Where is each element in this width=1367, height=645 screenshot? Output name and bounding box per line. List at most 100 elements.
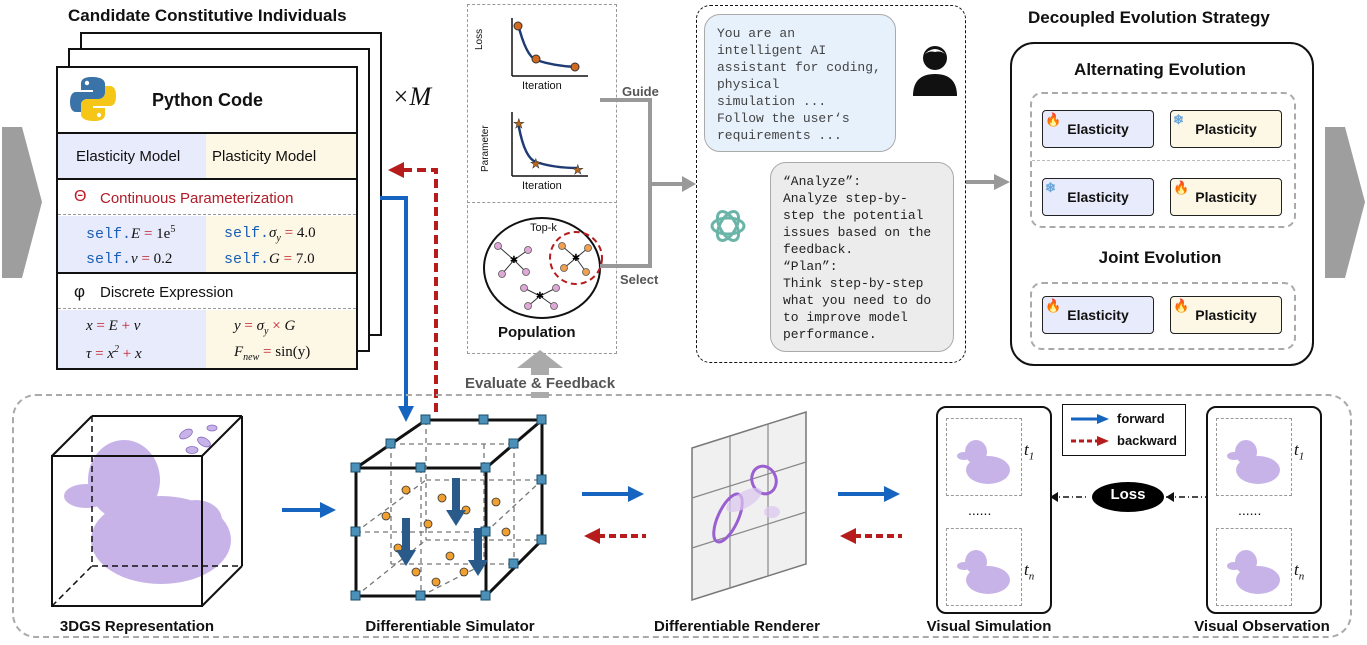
- renderer-caption: Differentiable Renderer: [654, 618, 820, 635]
- expr-part: sin(y): [275, 344, 311, 360]
- pipeline-panel: [12, 394, 1352, 638]
- expr-part: E: [108, 318, 118, 334]
- system-message-bubble: You are an intelligent AI assistant for …: [704, 14, 896, 152]
- rep-to-sim-arrow: [282, 502, 336, 518]
- t-symbol: t: [1294, 560, 1299, 579]
- chip-label: Plasticity: [1195, 121, 1257, 137]
- strategy-title: Decoupled Evolution Strategy: [1028, 8, 1270, 27]
- fire-icon: 🔥: [1045, 112, 1062, 127]
- param-G: self.G = 7.0: [224, 250, 315, 268]
- candidates-title: Candidate Constitutive Individuals: [68, 6, 347, 25]
- discrete-right-cell: [206, 310, 356, 368]
- topk-label: Top-k: [530, 222, 557, 234]
- expr-op: +: [122, 346, 132, 362]
- expr-part: ν: [133, 318, 141, 334]
- elasticity-model-cell: Elasticity Model: [58, 134, 206, 178]
- expr-sub: new: [243, 352, 260, 363]
- left-chevron: [2, 127, 42, 278]
- snowflake-icon: ❄: [1173, 112, 1184, 127]
- param-sym: σ: [269, 225, 277, 241]
- phi-icon: φ: [74, 282, 86, 301]
- expr-part: σ: [256, 318, 265, 334]
- t-symbol: t: [1294, 440, 1299, 459]
- backward-legend-arrow: [1071, 436, 1109, 446]
- duck-thumbnail-icon: [957, 440, 1010, 484]
- chip-label: Plasticity: [1195, 189, 1257, 205]
- plasticity-model-label: Plasticity Model: [212, 148, 317, 165]
- feedback-up-arrow: [517, 350, 563, 398]
- expr-tau: τ = x2 + x: [86, 344, 142, 362]
- plasticity-chip-1: ❄ Plasticity: [1170, 110, 1282, 148]
- expr-part: τ: [86, 346, 92, 362]
- tn-label: tn: [1024, 560, 1034, 582]
- chip-label: Elasticity: [1067, 307, 1129, 323]
- rep-caption: 3DGS Representation: [59, 618, 215, 635]
- snowflake-icon: ❄: [1045, 180, 1056, 195]
- t-symbol: t: [1024, 560, 1029, 579]
- renderer-grid: [691, 410, 807, 602]
- legend: forward backward: [1062, 404, 1186, 456]
- elasticity-chip-1: 🔥 Elasticity: [1042, 110, 1154, 148]
- obs-frame-n: [1216, 528, 1292, 606]
- middle-divider: [467, 202, 617, 203]
- code-header-title: Python Code: [152, 90, 263, 110]
- plasticity-chip-3: 🔥Plasticity: [1170, 296, 1282, 334]
- blue-down-arrow: [380, 196, 408, 410]
- chip-label: Elasticity: [1067, 189, 1129, 205]
- param-E: self.E = 1e5: [86, 224, 175, 243]
- sim-ellipsis: ......: [968, 502, 992, 518]
- alternating-label: Alternating Evolution: [1074, 60, 1246, 79]
- expr-part: x: [86, 318, 93, 334]
- duck-thumbnail-icon: [1227, 550, 1280, 594]
- guide-select-connector: [600, 98, 696, 268]
- obs-tn-label: tn: [1294, 560, 1304, 582]
- param-sup: 5: [170, 224, 176, 235]
- param-sym: G: [269, 251, 280, 267]
- param-sym: E: [131, 226, 141, 242]
- red-arrowhead: [388, 162, 404, 178]
- chip-label: Plasticity: [1195, 307, 1257, 323]
- plasticity-model-cell: Plasticity Model: [206, 134, 356, 178]
- strategy-panel: [1010, 42, 1314, 366]
- backward-label: backward: [1117, 433, 1177, 448]
- fire-icon: 🔥: [1045, 298, 1062, 313]
- guide-label: Guide: [622, 84, 659, 99]
- parameter-curve-plot: ★ ★ ★: [511, 112, 588, 177]
- visual-observation-box: [1206, 406, 1322, 614]
- population-plot: ✱ ✱ ✱: [483, 217, 603, 319]
- assistant-message-bubble: “Analyze”: Analyze step-by- step the pot…: [770, 162, 954, 352]
- red-dashed-arrow: [402, 168, 438, 412]
- openai-logo-icon: [710, 210, 746, 242]
- right-chevron: [1325, 127, 1365, 278]
- forward-label: forward: [1117, 411, 1165, 426]
- svg-text:★: ★: [530, 156, 542, 171]
- expr-part: x: [107, 346, 115, 362]
- vis-sim-caption: Visual Simulation: [926, 618, 1052, 635]
- param-kw: self.: [224, 225, 270, 242]
- sim-renderer-arrows: [582, 486, 646, 544]
- loss-axis-label: Loss: [474, 28, 485, 50]
- chat-to-strategy-arrow: [966, 174, 1010, 190]
- code-sim-arrows: [380, 162, 438, 422]
- t-sub: 1: [1028, 450, 1035, 463]
- elasticity-model-label: Elasticity Model: [76, 148, 181, 165]
- discrete-label: Discrete Expression: [100, 284, 234, 301]
- param-eq: =: [279, 251, 296, 267]
- vis-obs-caption: Visual Observation: [1194, 618, 1330, 635]
- t-symbol: t: [1024, 440, 1029, 459]
- code-header: Python Code: [58, 68, 356, 134]
- expr-part: G: [284, 318, 296, 334]
- discrete-left-cell: [58, 310, 206, 368]
- iteration-axis-label: Iteration: [522, 80, 562, 92]
- multiplier-label: ×M: [392, 82, 432, 111]
- continuous-right-cell: [206, 216, 356, 272]
- forward-legend-arrow: [1071, 414, 1109, 424]
- param-val: 4.0: [296, 225, 316, 241]
- chip-label: Elasticity: [1067, 121, 1129, 137]
- loss-label: Loss: [1110, 486, 1146, 503]
- sim-frame-1: [946, 418, 1022, 496]
- svg-text:✱: ✱: [536, 291, 544, 302]
- dashed-divider: [58, 308, 356, 309]
- python-code-card: Python Code Elasticity Model Plasticity …: [56, 66, 358, 370]
- param-val: 7.0: [295, 251, 315, 267]
